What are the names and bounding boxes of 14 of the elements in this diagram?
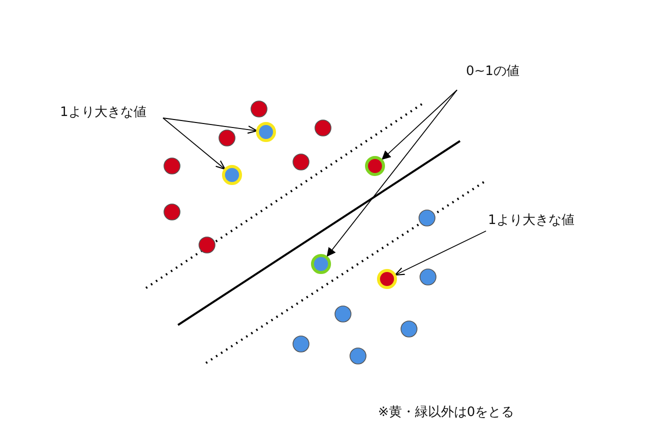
callout-text: 0~1の値 xyxy=(466,64,520,80)
leader-line xyxy=(162,118,258,134)
highlighted-point xyxy=(377,269,397,289)
highlighted-point xyxy=(256,122,276,142)
note-text: ※黄・緑以外は0をとる xyxy=(378,405,514,421)
highlighted-point xyxy=(311,254,331,274)
leader-line xyxy=(394,230,486,276)
callout-text: 1より大きな値 xyxy=(60,105,146,121)
leader-line xyxy=(162,118,226,170)
highlighted-point xyxy=(222,165,242,185)
highlighted-point xyxy=(365,156,385,176)
callout-text: 1より大きな値 xyxy=(488,213,574,229)
leader-line xyxy=(326,90,458,257)
leader-line xyxy=(382,90,458,160)
